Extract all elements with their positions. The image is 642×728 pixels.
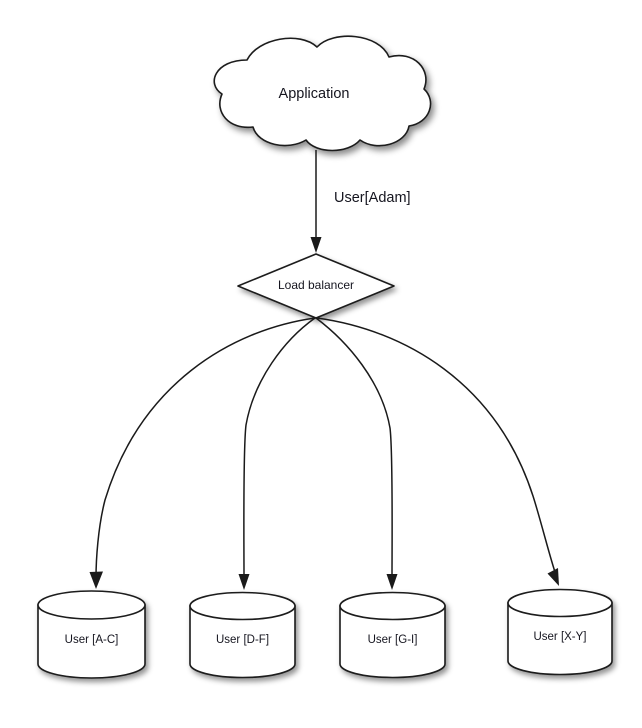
database-label-3: User [G-I] xyxy=(368,634,418,646)
node-database-1[interactable]: User [A-C] xyxy=(37,590,146,679)
node-load-balancer[interactable]: Load balancer xyxy=(237,253,395,319)
arrow-head-lb-db4 xyxy=(547,568,559,586)
arrow-head-lb-db1 xyxy=(89,571,103,589)
edge-lb-to-db-2 xyxy=(238,317,316,590)
edge-lb-to-db-1 xyxy=(89,317,316,589)
database-label-2: User [D-F] xyxy=(216,634,269,646)
database-label-4: User [X-Y] xyxy=(533,631,586,643)
cylinder-top-1 xyxy=(37,590,146,620)
cylinder-body-3 xyxy=(339,605,446,679)
cylinder-top-3 xyxy=(339,591,446,621)
node-database-2[interactable]: User [D-F] xyxy=(189,591,296,679)
database-label-1: User [A-C] xyxy=(65,634,119,646)
application-label: Application xyxy=(279,86,350,102)
cylinder-body-4 xyxy=(507,602,613,676)
cloud-shape xyxy=(213,35,432,152)
edge-lb-to-db-4 xyxy=(316,317,559,586)
arrow-head-app-lb xyxy=(310,237,322,253)
node-database-3[interactable]: User [G-I] xyxy=(339,591,446,679)
node-database-4[interactable]: User [X-Y] xyxy=(507,588,613,676)
cylinder-body-2 xyxy=(189,605,296,679)
arrow-head-lb-db3 xyxy=(386,574,398,590)
arrow-head-lb-db2 xyxy=(238,574,250,590)
cylinder-top-2 xyxy=(189,591,296,621)
cylinder-top-4 xyxy=(507,588,613,618)
edge-line-lb-db2 xyxy=(243,317,316,579)
edge-line-lb-db4 xyxy=(316,317,557,576)
edge-lb-to-db-3 xyxy=(315,317,398,590)
edge-application-to-load-balancer: User[Adam] xyxy=(310,150,411,253)
cylinder-body-1 xyxy=(37,604,146,679)
node-application[interactable]: Application xyxy=(213,35,432,152)
edge-label-user-adam: User[Adam] xyxy=(334,190,411,206)
edge-line-lb-db1 xyxy=(95,317,316,579)
edge-line-lb-db3 xyxy=(315,317,393,579)
load-balancer-label: Load balancer xyxy=(278,278,354,292)
